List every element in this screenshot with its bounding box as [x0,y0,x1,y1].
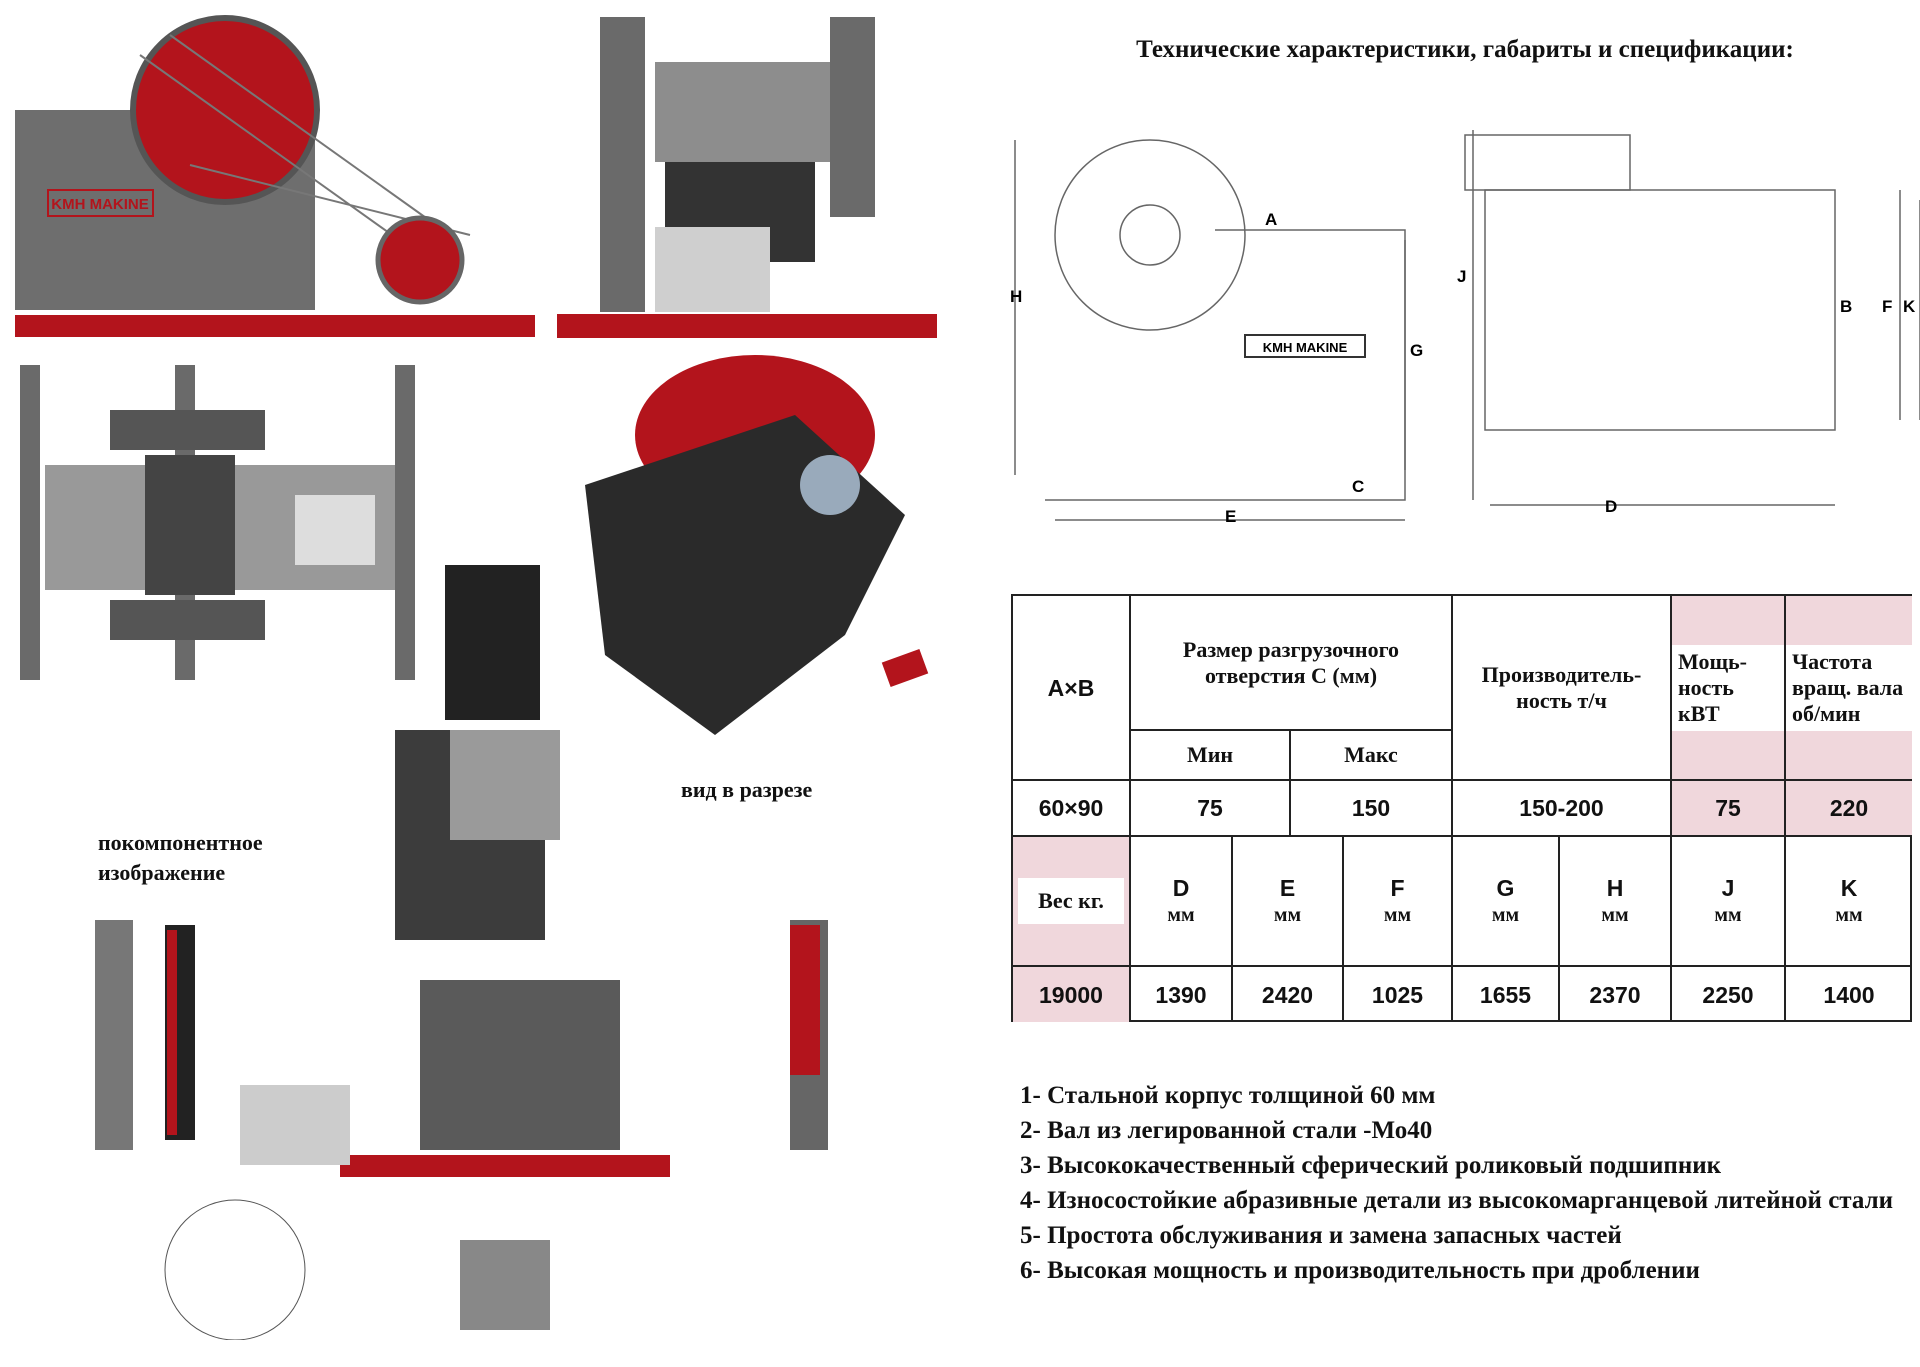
dim-unit: мм [1491,903,1520,926]
page-title: Технические характеристики, габариты и с… [1136,36,1794,63]
cell-min: 75 [1131,781,1291,837]
cell-dim-d: 1390 [1131,967,1233,1022]
cell-dim-f: 1025 [1344,967,1453,1022]
cell-power: 75 [1672,781,1786,837]
feature-item: 6- Высокая мощность и производительность… [1020,1257,1700,1284]
exploded-view-drawing [95,565,828,1340]
feature-item: 1- Стальной корпус толщиной 60 мм [1020,1082,1436,1109]
spec-table: A×B Размер разгрузочного отверстия С (мм… [1011,594,1912,1022]
dim-unit: мм [1273,903,1302,926]
dim-unit: мм [1835,903,1863,926]
dim-label-j: J [1457,267,1466,286]
crusher-side-view-drawing: KMH MAKINE [15,15,535,337]
header-min: Мин [1131,731,1291,781]
dim-letter: F [1390,874,1405,901]
dim-letter: G [1496,874,1515,901]
header-weight: Вес кг. [1013,837,1131,967]
cell-dim-h: 2370 [1560,967,1672,1022]
exploded-view-label: покомпонентное изображение [98,828,263,888]
dim-letter: J [1721,874,1735,901]
crusher-section-view-drawing [585,355,929,735]
cell-dim-g: 1655 [1453,967,1560,1022]
dim-unit: мм [1601,903,1629,926]
header-power-text: Мощь-ность кВТ [1672,644,1784,731]
dim-label-c: C [1352,477,1364,496]
dim-label-b: B [1840,297,1852,316]
dim-letter: K [1840,874,1858,901]
header-speed-text: Частота вращ. вала об/мин [1786,644,1912,731]
header-weight-text: Вес кг. [1018,878,1124,924]
header-axb: A×B [1013,596,1131,781]
dim-letter: E [1279,874,1296,901]
header-opening-size: Размер разгрузочного отверстия С (мм) [1131,596,1453,731]
dimension-diagrams: KMH MAKINE A B C D E F G H J K [1010,130,1920,526]
dim-letter: H [1606,874,1624,901]
header-max: Макс [1291,731,1453,781]
header-speed: Частота вращ. вала об/мин [1786,596,1912,781]
dim-unit: мм [1383,903,1412,926]
cell-dim-k: 1400 [1823,981,1875,1008]
crusher-front-view-drawing [557,17,937,338]
cell-weight: 19000 [1013,967,1131,1022]
dim-label-a: A [1265,210,1277,229]
dim-label-h: H [1010,287,1022,306]
dim-label-f: F [1882,297,1892,316]
header-capacity: Производитель-ность т/ч [1453,596,1672,781]
cell-axb: 60×90 [1013,781,1131,837]
crusher-top-view-drawing [20,365,415,680]
feature-item: 2- Вал из легированной стали -Мо40 [1020,1117,1433,1144]
features-list: 1- Стальной корпус толщиной 60 мм 2- Вал… [1020,1078,1910,1288]
dim-letter: D [1172,874,1190,901]
brand-logo: KMH MAKINE [1263,340,1348,355]
cell-speed: 220 [1786,781,1912,837]
exploded-view-label-line: изображение [98,860,226,885]
cell-dim-e: 2420 [1233,967,1344,1022]
dim-label-k: K [1903,297,1916,316]
cell-capacity: 150-200 [1453,781,1672,837]
brand-logo: KMH MAKINE [51,196,149,213]
dim-unit: мм [1167,903,1195,926]
dim-label-g: G [1410,341,1423,360]
dim-label-e: E [1225,507,1236,526]
dim-label-d: D [1605,497,1617,516]
section-view-label: вид в разрезе [681,777,813,802]
feature-item: 4- Износостойкие абразивные детали из вы… [1020,1187,1894,1214]
dim-unit: мм [1714,903,1742,926]
header-power: Мощь-ность кВТ [1672,596,1786,781]
feature-item: 3- Высококачественный сферический ролико… [1020,1152,1722,1179]
cell-max: 150 [1291,781,1453,837]
exploded-view-label-line: покомпонентное [98,830,263,855]
cell-dim-j: 2250 [1672,967,1786,1022]
feature-item: 5- Простота обслуживания и замена запасн… [1020,1222,1622,1249]
